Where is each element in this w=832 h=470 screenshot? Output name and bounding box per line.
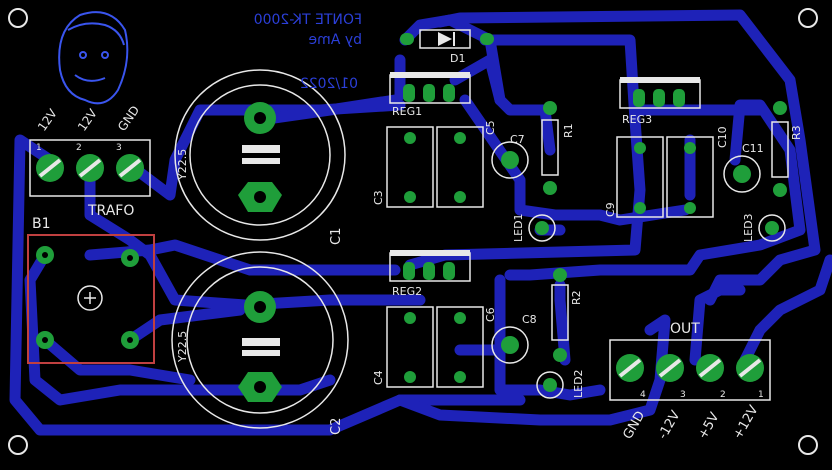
- led2-label: LED2: [572, 369, 585, 398]
- r1-label: R1: [562, 123, 575, 138]
- mounting-holes: [8, 8, 818, 455]
- c9-label: C9: [604, 202, 617, 217]
- c6-label: C6: [484, 307, 497, 322]
- labels: FONTE TK-2000 by Ame 01/2022 TRAFO 12V 1…: [32, 12, 803, 442]
- r3-label: R3: [790, 125, 803, 140]
- out-num-3: 3: [680, 390, 686, 400]
- out-connector: [609, 339, 771, 401]
- reg2-label: REG2: [392, 285, 422, 298]
- c2-label: C2: [329, 418, 344, 435]
- trafo-label: TRAFO: [87, 203, 134, 219]
- c8-label: C8: [522, 313, 537, 326]
- trafo-num-3: 3: [116, 143, 122, 153]
- out-pin-m12: -12V: [655, 408, 683, 442]
- c3-label: C3: [372, 190, 385, 205]
- led3-label: LED3: [742, 213, 755, 242]
- big-pad-holes: [254, 112, 266, 393]
- led1-label: LED1: [512, 213, 525, 242]
- trafo-num-1: 1: [36, 143, 42, 153]
- big-cap-symbols: [242, 145, 280, 356]
- trafo-connector: [29, 139, 151, 197]
- out-pin-5v: +5V: [695, 410, 722, 442]
- diode-d1: [400, 29, 494, 49]
- portrait-logo: [58, 11, 129, 105]
- c5-label: C5: [484, 120, 497, 135]
- reg3-label: REG3: [622, 113, 652, 126]
- regulator-pads: [403, 84, 685, 280]
- capacitor-c1: [174, 69, 346, 241]
- c4-label: C4: [372, 370, 385, 385]
- author-text: by Ame: [309, 32, 362, 48]
- c1-value: Y22.5: [176, 149, 189, 181]
- small-capacitors: [386, 126, 714, 388]
- r2-label: R2: [570, 290, 583, 305]
- trafo-pin-1: 12V: [35, 106, 60, 134]
- regulator-tabs: [390, 72, 700, 256]
- out-num-2: 2: [720, 390, 726, 400]
- trafo-pin-2: 12V: [75, 106, 100, 134]
- trafo-pin-3: GND: [115, 103, 142, 134]
- small-cap-pads: [404, 132, 696, 383]
- trafo-num-2: 2: [76, 143, 82, 153]
- resistor-pads: [543, 101, 787, 362]
- capacitor-c2: [171, 251, 349, 429]
- c2-value: Y22.5: [176, 331, 189, 363]
- reg1-label: REG1: [392, 105, 422, 118]
- electrolytic-small: [491, 141, 761, 364]
- date-text: 01/2022: [300, 76, 358, 92]
- out-pin-12v: +12V: [730, 403, 761, 442]
- bridge-rectifier-b1: [27, 234, 155, 364]
- c11-label: C11: [742, 142, 764, 155]
- leds: [528, 214, 786, 399]
- c1-label: C1: [329, 228, 344, 245]
- out-num-4: 4: [640, 390, 646, 400]
- d1-label: D1: [450, 52, 465, 65]
- c7-label: C7: [510, 133, 525, 146]
- out-num-1: 1: [758, 390, 764, 400]
- out-label: OUT: [670, 321, 700, 337]
- bridge-label: B1: [32, 216, 51, 232]
- resistors: [541, 119, 789, 341]
- title-text: FONTE TK-2000: [254, 12, 362, 28]
- c10-label: C10: [716, 126, 729, 148]
